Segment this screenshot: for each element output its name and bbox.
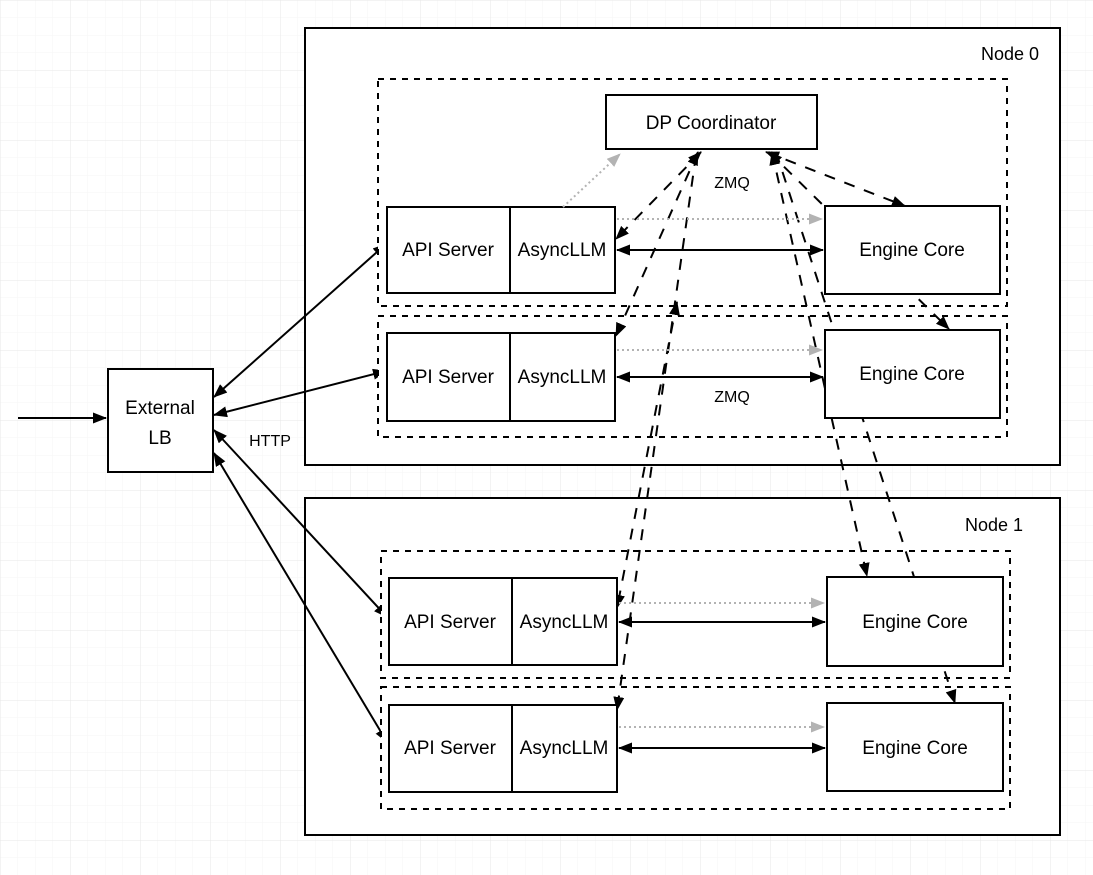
dp-coordinator-group: DP Coordinator bbox=[605, 94, 818, 150]
edge-lb-api-1 bbox=[213, 368, 387, 418]
rank2-boxes: API Server AsyncLLM Engine Core bbox=[388, 576, 1004, 667]
zmq-edges bbox=[616, 244, 826, 754]
rank3-boxes: API Server AsyncLLM Engine Core bbox=[388, 702, 1004, 793]
rank0-boxes: API Server AsyncLLM Engine Core bbox=[386, 205, 1001, 295]
lb-edges bbox=[18, 243, 388, 743]
engine-core-box-2 bbox=[826, 576, 1004, 667]
api-server-label-0: API Server bbox=[402, 240, 495, 261]
dp-coordinator-label: DP Coordinator bbox=[646, 113, 777, 134]
asyncllm-label-3: AsyncLLM bbox=[520, 738, 609, 759]
api-asyncllm-box-3 bbox=[388, 704, 618, 793]
engine-core-label-1: Engine Core bbox=[859, 364, 965, 385]
engine-core-box-0 bbox=[824, 205, 1001, 295]
api-server-label-1: API Server bbox=[402, 367, 495, 388]
node1-label: Node 1 bbox=[965, 515, 1023, 535]
engine-core-label-0: Engine Core bbox=[859, 240, 965, 261]
zmq-label-coordinator: ZMQ bbox=[714, 175, 750, 192]
api-server-label-2: API Server bbox=[404, 612, 497, 633]
api-asyncllm-box-1 bbox=[386, 332, 616, 422]
edge-lb-api-3 bbox=[213, 452, 388, 743]
zmq-label-engine: ZMQ bbox=[714, 389, 750, 406]
engine-core-label-2: Engine Core bbox=[862, 612, 968, 633]
dp-coordinator-box bbox=[605, 94, 818, 150]
engine-core-box-3 bbox=[826, 702, 1004, 792]
edge-dp-asyncllm-2 bbox=[614, 301, 680, 609]
engine-core-box-1 bbox=[824, 329, 1001, 419]
external-lb-label-line1: External bbox=[125, 398, 195, 419]
handshake-edges bbox=[562, 153, 825, 733]
rank1-boxes: API Server AsyncLLM Engine Core bbox=[386, 329, 1001, 422]
asyncllm-label-2: AsyncLLM bbox=[520, 612, 609, 633]
external-lb-box bbox=[107, 368, 214, 473]
api-asyncllm-box-2 bbox=[388, 577, 618, 666]
engine-core-label-3: Engine Core bbox=[862, 738, 968, 759]
http-label: HTTP bbox=[249, 433, 291, 450]
api-asyncllm-box-0 bbox=[386, 206, 616, 294]
api-server-label-3: API Server bbox=[404, 738, 497, 759]
node0-label: Node 0 bbox=[981, 44, 1039, 64]
asyncllm-label-0: AsyncLLM bbox=[518, 240, 607, 261]
external-lb-label-line2: LB bbox=[148, 428, 171, 449]
edge-dp-engine-2 bbox=[769, 151, 870, 577]
asyncllm-label-1: AsyncLLM bbox=[518, 367, 607, 388]
external-lb-group: External LB bbox=[107, 368, 214, 473]
